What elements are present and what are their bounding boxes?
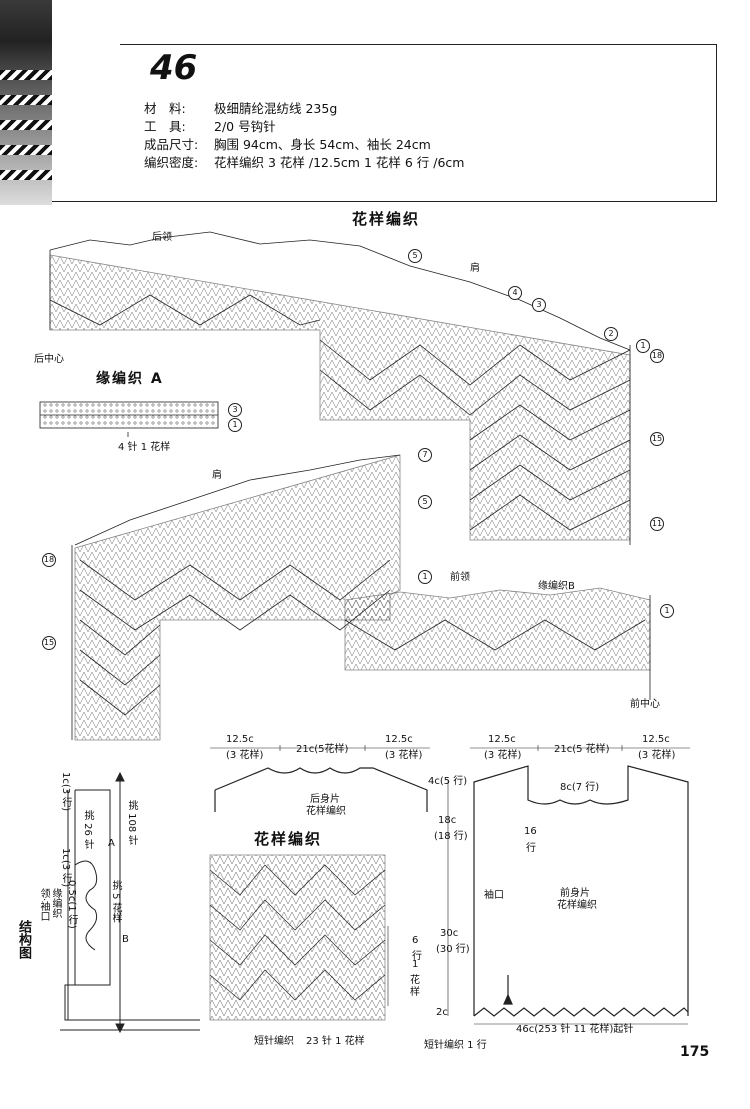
back-dim-center: 21c(5花样)	[296, 744, 349, 755]
structure-dim-top: 1c(3 行)	[60, 772, 71, 812]
front-dim-left-sub: (3 花样)	[484, 750, 522, 761]
row-marker: 15	[42, 636, 56, 650]
row-marker: 1	[418, 570, 432, 584]
front-chart	[71, 454, 651, 741]
armhole-label: 袖口	[484, 890, 504, 901]
structure-pick-26: 挑 26 针	[82, 810, 93, 850]
front-side-rows: 行	[526, 843, 536, 854]
back-panel-sublabel: 花样编织	[306, 806, 346, 817]
front-schematic	[447, 745, 690, 1025]
dim-2c: 2c	[436, 1007, 448, 1018]
back-dim-right: 12.5c	[385, 734, 413, 745]
row-marker: 5	[408, 249, 422, 263]
back-dim-right-sub: (3 花样)	[385, 750, 423, 761]
row-marker: 18	[650, 349, 664, 363]
pattern-number: 46	[150, 48, 198, 88]
front-side-dim: 16	[524, 826, 537, 837]
back-neck-label: 后领	[152, 232, 172, 243]
row-marker: 18	[42, 553, 56, 567]
structure-sub2: 缘编织	[50, 888, 61, 918]
row-marker: 3	[532, 298, 546, 312]
swatch-rows-6: 6	[412, 935, 419, 946]
cast-on-label: 短针编织 1 行	[424, 1040, 487, 1051]
spec-gauge: 编织密度:花样编织 3 花样 /12.5cm 1 花样 6 行 /6cm	[144, 155, 465, 170]
swatch-title: 花样编织	[254, 830, 323, 848]
swatch-rows-unit: 行	[412, 951, 422, 962]
marker-a: A	[108, 838, 115, 849]
front-bottom-dim: 46c(253 针 11 花样)起针	[516, 1024, 634, 1035]
row-marker: 11	[650, 517, 664, 531]
header-divider	[52, 201, 716, 202]
front-dim-right: 12.5c	[642, 734, 670, 745]
row-marker: 4	[508, 286, 522, 300]
row-marker: 7	[418, 448, 432, 462]
edging-a-repeat: 4 针 1 花样	[118, 442, 171, 453]
front-dim-right-sub: (3 花样)	[638, 750, 676, 761]
spec-tools: 工 具:2/0 号钩针	[144, 119, 276, 134]
page-number: 175	[680, 1044, 710, 1060]
dim-18c: 18c	[438, 815, 457, 826]
marker-b: B	[122, 934, 129, 945]
spec-size: 成品尺寸:胸围 94cm、身长 54cm、袖长 24cm	[144, 137, 431, 152]
swatch-rows-yang: 样	[410, 987, 420, 998]
row-marker: 2	[604, 327, 618, 341]
back-panel-label: 后身片	[310, 794, 340, 805]
front-center-label: 前中心	[630, 699, 660, 710]
row-marker: 1	[636, 339, 650, 353]
swatch-bottom-a: 短针编织	[254, 1036, 294, 1047]
back-center-label: 后中心	[34, 354, 64, 365]
dim-30c: 30c	[440, 928, 459, 939]
row-marker: 15	[650, 432, 664, 446]
swatch-chart	[209, 854, 389, 1021]
row-marker: 1	[660, 604, 674, 618]
back-dim-left-sub: (3 花样)	[226, 750, 264, 761]
edging-a-title: 缘编织 A	[96, 371, 164, 387]
row-marker: 5	[418, 495, 432, 509]
front-neck-label: 前领	[450, 572, 470, 583]
swatch-rows-hua: 花	[410, 975, 420, 986]
edging-b-label: 缘编织B	[538, 581, 575, 592]
edging-a-row: 1	[228, 418, 242, 432]
dim-4c: 4c(5 行)	[428, 776, 468, 787]
swatch-bottom-b: 23 针 1 花样	[306, 1036, 365, 1047]
structure-title: 结构图	[16, 920, 31, 959]
structure-dim-half: 0.5c(1 行)	[66, 880, 77, 929]
back-dim-left: 12.5c	[226, 734, 254, 745]
pattern-chart-title: 花样编织	[352, 210, 421, 228]
back-schematic	[210, 745, 430, 812]
front-panel-sublabel: 花样编织	[557, 900, 597, 911]
structure-diagram	[60, 771, 200, 1034]
swatch-rows-1: 1	[412, 959, 419, 970]
edging-a-row: 3	[228, 403, 242, 417]
dim-30rows: (30 行)	[436, 944, 470, 955]
structure-pick-5: 挑 5 花样	[110, 880, 121, 923]
shoulder-label-left: 肩	[212, 470, 222, 481]
spec-materials: 材 料:极细腈纶混纺线 235g	[144, 101, 338, 116]
front-dim-left: 12.5c	[488, 734, 516, 745]
back-chart	[49, 231, 631, 545]
dim-18rows: (18 行)	[434, 831, 468, 842]
model-photo	[0, 0, 52, 205]
structure-pick-108: 挑 108 针	[126, 800, 137, 846]
structure-sub1: 领·袖口	[38, 888, 49, 922]
front-panel-label: 前身片	[560, 888, 590, 899]
structure-dim-mid: 1c(3 行)	[60, 848, 71, 888]
edging-a-chart	[39, 401, 219, 437]
front-dim-center: 21c(5 花样)	[554, 744, 610, 755]
front-neck-dim: 8c(7 行)	[560, 782, 600, 793]
shoulder-label-top: 肩	[470, 263, 480, 274]
